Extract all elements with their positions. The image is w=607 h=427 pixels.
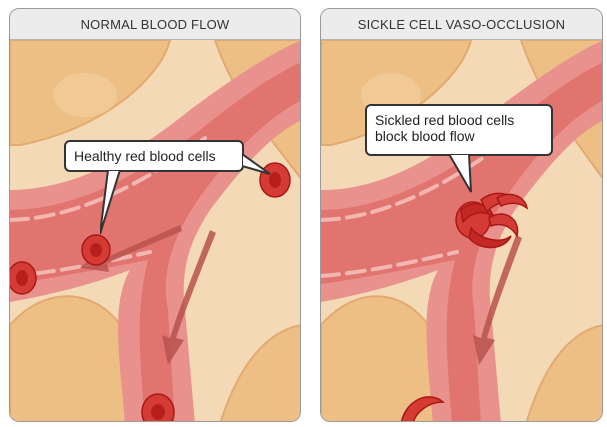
callout-text: Healthy red blood cells: [74, 148, 234, 164]
callout-text-line-2: block blood flow: [375, 128, 543, 144]
sickled-cells-callout: Sickled red blood cells block blood flow: [365, 104, 553, 156]
normal-flow-title: NORMAL BLOOD FLOW: [10, 9, 300, 40]
callout-pointer: [449, 154, 499, 204]
callout-text-line-1: Sickled red blood cells: [375, 112, 543, 128]
sickle-cell-illustration: [321, 40, 603, 422]
normal-flow-illustration: [10, 40, 301, 422]
callout-pointer: [100, 170, 130, 240]
healthy-cells-callout: Healthy red blood cells: [64, 140, 244, 172]
red-blood-cell-icon: [10, 262, 36, 294]
normal-flow-panel: NORMAL BLOOD FLOW: [9, 8, 301, 422]
sickle-cell-panel: SICKLE CELL VASO-OCCLUSION: [320, 8, 603, 422]
callout-pointer: [242, 154, 282, 194]
red-blood-cell-icon: [142, 394, 174, 422]
sickle-cell-title: SICKLE CELL VASO-OCCLUSION: [321, 9, 602, 40]
